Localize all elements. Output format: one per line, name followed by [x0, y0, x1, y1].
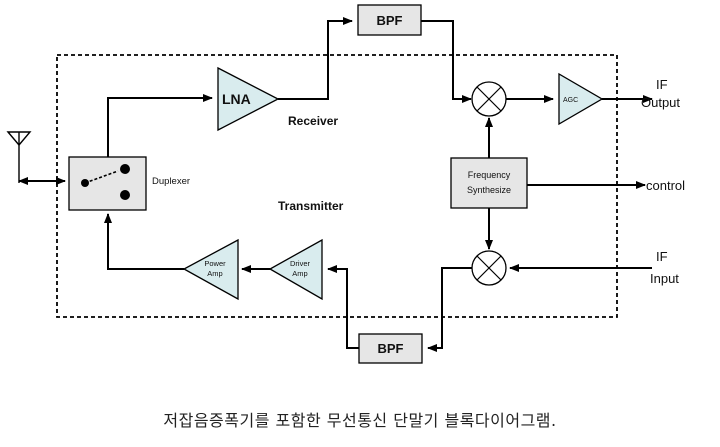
- if-output-label-line1: IF: [656, 77, 668, 92]
- frequency-synthesizer-label-line1: Frequency: [468, 170, 511, 180]
- duplexer-to-lna-wire: [107, 94, 213, 157]
- duplexer-block: [68, 156, 147, 211]
- agc-label: AGC: [563, 97, 578, 104]
- lna-to-bpf-wire: [278, 17, 353, 100]
- power-amp-to-duplexer-wire: [104, 213, 184, 270]
- driver-amp-block: [268, 238, 323, 301]
- tx-mixer-to-bpf-wire: [427, 267, 472, 352]
- figure-caption: 저잡음증폭기를 포함한 무선통신 단말기 블록다이어그램.: [163, 411, 557, 430]
- lna-label: LNA: [222, 91, 251, 107]
- tx-mixer-icon: [471, 250, 507, 286]
- if-output-label-line2: Output: [641, 95, 680, 110]
- module-boundary: [56, 54, 618, 318]
- driver-amp-label-line2: Amp: [292, 269, 307, 278]
- bpf-bottom-block: [358, 333, 423, 364]
- power-amp-block: [182, 238, 239, 301]
- control-label: control: [646, 178, 685, 193]
- duplexer-switch-contact-top: [120, 164, 130, 174]
- duplexer-label: Duplexer: [152, 176, 190, 187]
- antenna-icon: [6, 131, 32, 183]
- bpf-bottom-label: BPF: [378, 341, 404, 356]
- if-input-label-line1: IF: [656, 249, 668, 264]
- power-amp-label-line2: Amp: [207, 269, 222, 278]
- agc-block: [558, 72, 604, 126]
- duplexer-switch-contact-bottom: [120, 190, 130, 200]
- lna-block: [217, 66, 280, 132]
- bpf-top-block: [357, 4, 422, 36]
- duplexer-switch-arm: [84, 170, 119, 184]
- bpf-top-label: BPF: [377, 13, 403, 28]
- transmitter-label: Transmitter: [278, 199, 344, 213]
- if-input-label-line2: Input: [650, 271, 679, 286]
- receiver-label: Receiver: [288, 114, 338, 128]
- bpf-to-driver-amp-wire: [327, 265, 359, 349]
- driver-amp-label-line1: Driver: [290, 259, 311, 268]
- power-amp-label-line1: Power: [204, 259, 226, 268]
- bpf-to-rx-mixer-wire: [421, 20, 472, 103]
- rx-mixer-icon: [471, 81, 507, 117]
- frequency-synthesizer-label-line2: Synthesize: [467, 185, 511, 195]
- frequency-synthesizer-block: [450, 157, 528, 209]
